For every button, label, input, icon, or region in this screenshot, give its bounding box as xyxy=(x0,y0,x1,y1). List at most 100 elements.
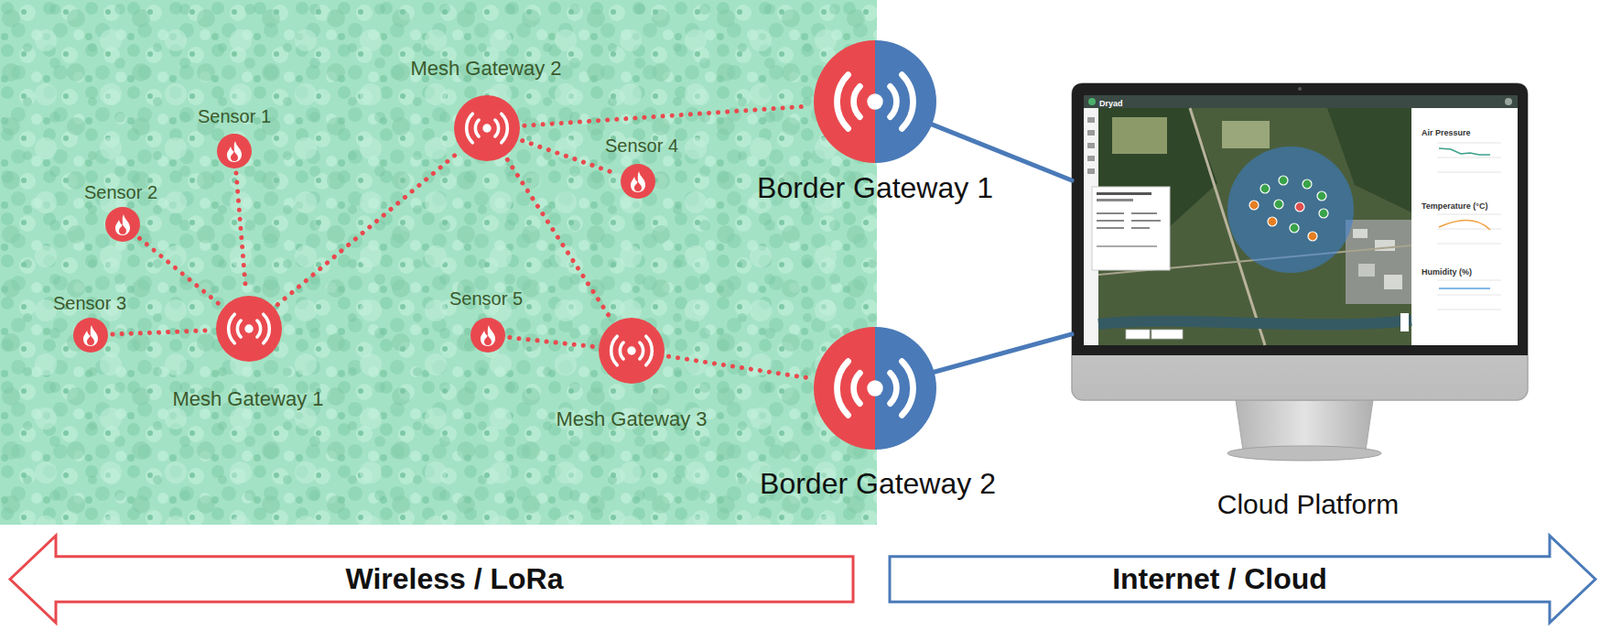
mesh-shape xyxy=(454,95,520,162)
monitor-illustration xyxy=(1096,212,1125,215)
monitor-illustration xyxy=(1227,146,1354,273)
sensor-label: Sensor 2 xyxy=(84,182,158,203)
monitor-illustration xyxy=(1071,83,1528,400)
monitor-illustration xyxy=(1087,117,1095,123)
wireless-icon xyxy=(228,313,271,344)
border-gateway-node: Border Gateway 2 xyxy=(813,326,937,450)
internet-link xyxy=(934,334,1072,372)
monitor-illustration xyxy=(1071,83,1528,356)
label-holder: Border Gateway 2 xyxy=(759,466,996,501)
band-label: Wireless / LoRa xyxy=(345,562,563,596)
label-holder: Mesh Gateway 2 xyxy=(410,56,562,80)
border-shape xyxy=(813,40,937,163)
sensor-label: Sensor 5 xyxy=(449,288,523,309)
flame-inner xyxy=(484,335,492,346)
wireless-dot xyxy=(866,93,883,109)
flame-outer xyxy=(227,140,242,163)
wireless-band-arrow: Wireless / LoRa xyxy=(8,533,855,625)
sensor-shape xyxy=(620,163,656,199)
monitor-illustration xyxy=(1437,142,1502,144)
flame-inner xyxy=(230,151,238,162)
sensor-circle xyxy=(216,133,252,169)
monitor-illustration xyxy=(1437,309,1502,311)
monitor-illustration xyxy=(1297,86,1302,91)
mesh-gateway-node: Mesh Gateway 3 xyxy=(598,317,665,384)
mesh-shape xyxy=(598,317,665,384)
gateway-half-red xyxy=(813,326,876,450)
flame-icon xyxy=(630,171,646,193)
border-gateway-node: Border Gateway 1 xyxy=(813,40,937,163)
sensor-shape xyxy=(470,317,506,353)
lora-link xyxy=(140,237,221,305)
gateway-half-blue xyxy=(875,40,937,163)
wireless-wave xyxy=(836,75,848,130)
wireless-wave xyxy=(611,335,618,366)
wireless-wave xyxy=(890,372,898,403)
monitor-illustration xyxy=(1151,329,1183,339)
gateway-circle xyxy=(454,95,520,162)
wireless-wave xyxy=(263,313,271,344)
monitor-illustration xyxy=(1358,263,1375,277)
sensor-node: Sensor 5 xyxy=(470,317,506,353)
monitor-illustration xyxy=(1352,228,1368,238)
lora-link xyxy=(112,330,212,335)
monitor-illustration xyxy=(1096,219,1125,222)
monitor-illustration xyxy=(1088,97,1096,106)
label-holder: Cloud Platform xyxy=(1217,488,1399,521)
monitor-illustration xyxy=(1235,400,1373,451)
wireless-wave xyxy=(257,320,261,337)
monitor-illustration xyxy=(1096,198,1134,202)
border-shape xyxy=(813,326,937,450)
flame-outer xyxy=(480,324,496,346)
monitor-illustration xyxy=(1318,208,1329,218)
flame-outer xyxy=(630,171,646,193)
monitor-illustration xyxy=(1249,175,1329,241)
wireless-dot xyxy=(244,324,253,333)
screen-label-holder: Air Pressure xyxy=(1421,122,1471,140)
sensor-shape xyxy=(73,317,109,353)
gateway-label: Mesh Gateway 1 xyxy=(172,387,324,411)
monitor-illustration xyxy=(1083,95,1518,109)
wireless-wave xyxy=(646,335,653,366)
label-holder: Border Gateway 1 xyxy=(756,171,994,206)
wireless-icon xyxy=(466,113,509,143)
monitor-illustration xyxy=(1098,320,1412,325)
sensor-circle xyxy=(470,317,506,353)
screen-label-holder: Dryad xyxy=(1099,93,1124,110)
wireless-wave xyxy=(901,361,913,416)
sensor-node: Sensor 2 xyxy=(105,206,141,242)
forest-background xyxy=(0,0,877,525)
monitor-illustration xyxy=(1087,168,1095,174)
screen-label-holder: Humidity (%) xyxy=(1421,261,1472,279)
monitor-illustration xyxy=(1096,245,1157,248)
monitor-illustration xyxy=(1383,274,1403,290)
lora-link xyxy=(669,356,811,379)
mesh-shape xyxy=(216,295,282,362)
flame-icon xyxy=(115,214,130,236)
wireless-wave xyxy=(501,113,509,143)
monitor-illustration xyxy=(1437,294,1502,296)
band-arrow-outline xyxy=(889,535,1596,623)
flame-icon xyxy=(480,324,496,346)
wireless-wave xyxy=(237,320,241,337)
monitor-illustration xyxy=(1345,219,1412,304)
wireless-wave xyxy=(901,75,913,130)
monitor-illustration xyxy=(1131,212,1157,215)
forest-background xyxy=(0,0,877,525)
label-holder: Sensor 5 xyxy=(449,288,523,310)
screen-label: Air Pressure xyxy=(1421,128,1471,138)
monitor-illustration xyxy=(1087,142,1095,149)
wireless-wave xyxy=(890,86,898,117)
monitor-illustration xyxy=(1274,199,1284,209)
monitor-illustration xyxy=(1071,83,1528,461)
gateway-circle xyxy=(216,295,282,362)
monitor-illustration xyxy=(1125,329,1150,339)
monitor-illustration xyxy=(1302,179,1312,189)
label-holder: Mesh Gateway 3 xyxy=(555,407,707,431)
monitor-illustration xyxy=(1400,313,1409,332)
monitor-illustration xyxy=(1308,231,1318,241)
flame-inner xyxy=(86,335,95,346)
sensor-node: Sensor 4 xyxy=(620,163,656,199)
connector-group xyxy=(112,106,1072,379)
